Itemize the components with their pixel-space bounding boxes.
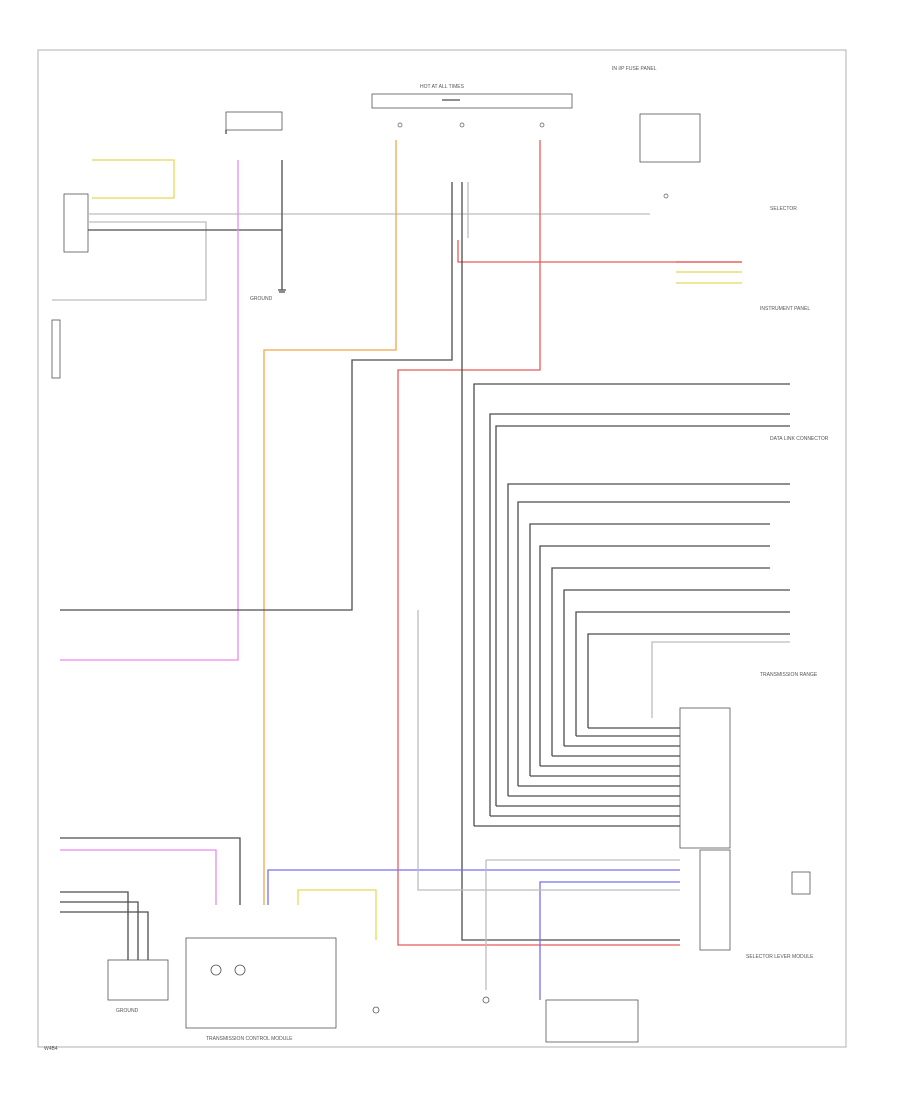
top-right-note: IN I/P FUSE PANEL bbox=[612, 66, 657, 72]
selector-switch-box bbox=[791, 871, 811, 895]
tcm-label: TRANSMISSION CONTROL MODULE bbox=[206, 1036, 293, 1042]
selector-lever-module-box bbox=[699, 849, 731, 951]
diagram-frame bbox=[37, 49, 847, 1048]
data-link-label: DATA LINK CONNECTOR bbox=[770, 436, 829, 442]
ground-left-label: GROUND bbox=[250, 296, 273, 302]
selector-lever-label: SELECTOR LEVER MODULE bbox=[746, 954, 814, 960]
footer-code: W4B4 bbox=[44, 1046, 58, 1052]
bottom-left-ground-label: GROUND bbox=[116, 1008, 139, 1014]
left-lower-module bbox=[51, 319, 61, 379]
right-connector bbox=[679, 707, 731, 849]
bottom-right-small-module bbox=[545, 999, 639, 1043]
fuse-panel-group: HOT AT ALL TIMES IN I/P FUSE PANEL bbox=[225, 66, 701, 163]
left-module-box bbox=[63, 193, 89, 253]
ground-symbols bbox=[210, 289, 490, 1014]
top-fuse-label: HOT AT ALL TIMES bbox=[420, 84, 465, 90]
data-bus-lines bbox=[473, 383, 790, 827]
fuse-symbols bbox=[397, 122, 669, 199]
left-bottom-module bbox=[107, 959, 169, 1001]
shift-selector-label: SELECTOR bbox=[770, 206, 797, 212]
tcm-box bbox=[185, 937, 337, 1029]
trans-range-label: TRANSMISSION RANGE bbox=[760, 672, 818, 678]
instrument-panel-label: INSTRUMENT PANEL bbox=[760, 306, 810, 312]
